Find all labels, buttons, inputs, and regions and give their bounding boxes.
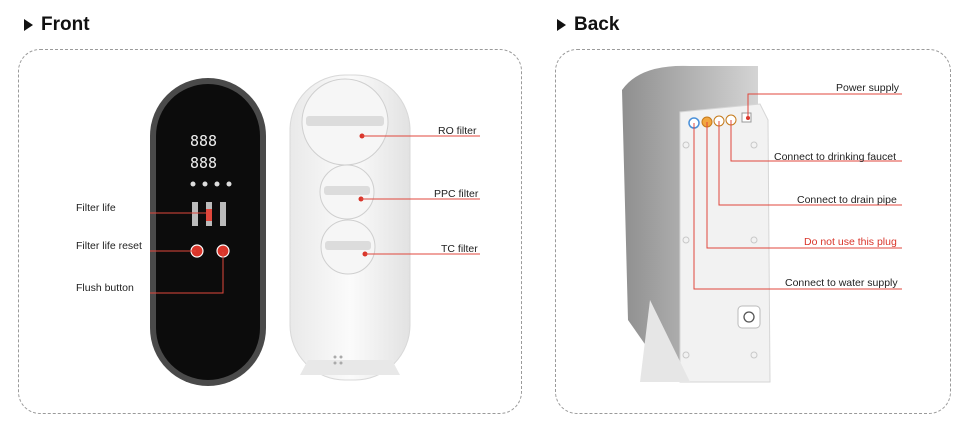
play-triangle-icon bbox=[24, 19, 33, 31]
back-panel bbox=[555, 49, 951, 414]
back-unit-illustration bbox=[622, 65, 771, 383]
do-not-use-plug-label: Do not use this plug bbox=[804, 236, 897, 248]
svg-text:888: 888 bbox=[190, 154, 217, 172]
front-panel bbox=[18, 49, 522, 414]
filter-life-label: Filter life bbox=[76, 202, 116, 214]
ro-filter-label: RO filter bbox=[438, 125, 477, 137]
water-supply-label: Connect to water supply bbox=[785, 277, 898, 289]
svg-text:888: 888 bbox=[190, 132, 217, 150]
filter-housing-illustration bbox=[289, 74, 411, 381]
ppc-filter-label: PPC filter bbox=[434, 188, 479, 200]
drinking-faucet-label: Connect to drinking faucet bbox=[774, 151, 896, 163]
back-heading: Back bbox=[557, 14, 619, 36]
filter-life-reset-label: Filter life reset bbox=[76, 240, 142, 252]
tc-filter-label: TC filter bbox=[441, 243, 478, 255]
callout-lines bbox=[150, 93, 902, 294]
back-title: Back bbox=[574, 14, 620, 35]
display-panel-illustration: 888 888 bbox=[150, 78, 266, 386]
play-triangle-icon bbox=[557, 19, 566, 31]
power-supply-label: Power supply bbox=[836, 82, 900, 94]
flush-button-label: Flush button bbox=[76, 282, 134, 294]
front-title: Front bbox=[41, 14, 90, 35]
drain-pipe-label: Connect to drain pipe bbox=[797, 194, 897, 206]
front-heading: Front bbox=[24, 14, 90, 36]
